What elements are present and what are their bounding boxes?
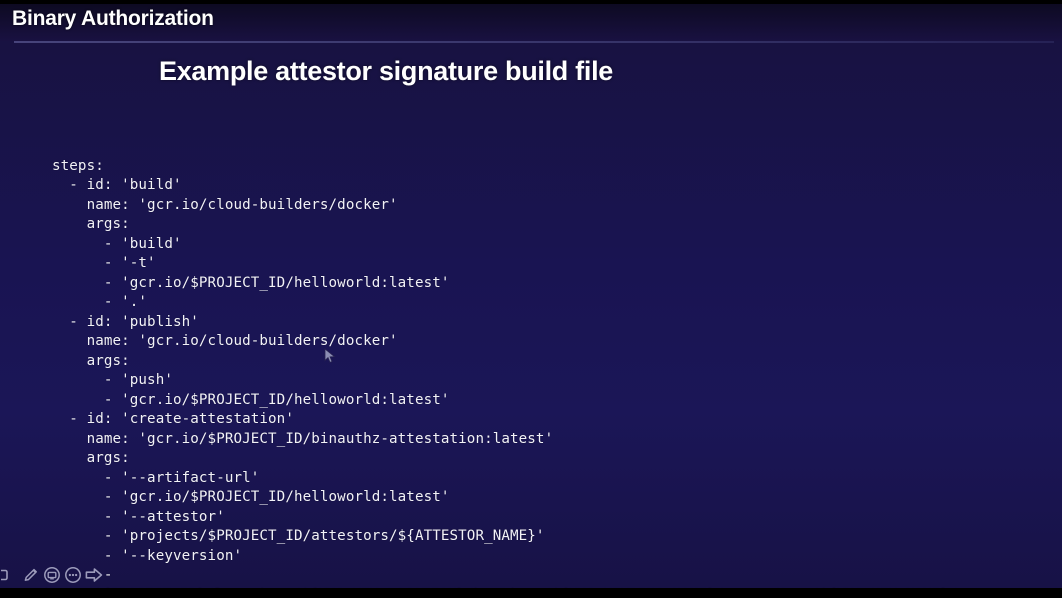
slide-header-band (0, 4, 1062, 41)
code-line: - '-t' (52, 255, 156, 271)
code-line: args: (52, 216, 130, 232)
slide-canvas: Binary Authorization Example attestor si… (0, 4, 1062, 598)
code-line: - '--attestor' (52, 508, 225, 525)
code-line: name: 'gcr.io/cloud-builders/docker' (52, 196, 398, 213)
presentation-toolbar[interactable] (0, 564, 104, 586)
code-line: - '--artifact-url' (52, 469, 260, 486)
code-line: name: 'gcr.io/cloud-builders/docker' (52, 333, 398, 349)
slide-heading: Example attestor signature build file (158, 56, 613, 86)
code-line: - 'gcr.io/$PROJECT_ID/helloworld:latest' (52, 274, 450, 291)
code-line: - 'projects/$PROJECT_ID/attestors/${ATTE… (52, 528, 545, 544)
deck-title: Binary Authorization (12, 7, 214, 30)
code-line: - 'build' (52, 235, 182, 252)
pen-icon[interactable] (21, 565, 41, 585)
code-line: - '.' (52, 294, 148, 310)
slide-frame-icon[interactable] (0, 565, 20, 585)
code-line: - '--keyversion' (52, 547, 243, 564)
code-line: args: (52, 450, 130, 466)
screen-icon[interactable] (42, 565, 62, 585)
code-line: name: 'gcr.io/$PROJECT_ID/binauthz-attes… (52, 430, 554, 447)
code-line: - 'gcr.io/$PROJECT_ID/helloworld:latest' (52, 489, 450, 505)
header-divider (14, 41, 1054, 43)
more-options-icon[interactable] (63, 565, 83, 585)
code-line: steps: (52, 157, 104, 174)
letterbox-top (0, 0, 1062, 4)
code-line: - id: 'publish' (52, 313, 199, 330)
code-block: steps: - id: 'build' name: 'gcr.io/cloud… (7, 98, 1052, 598)
code-line: - id: 'create-attestation' (52, 411, 294, 427)
code-line: - (52, 567, 113, 583)
code-line: - 'gcr.io/$PROJECT_ID/helloworld:latest' (52, 391, 450, 408)
code-line: - 'push' (52, 372, 173, 388)
letterbox-bottom (0, 588, 1062, 598)
next-slide-arrow-icon[interactable] (84, 565, 104, 585)
code-line: - id: 'build' (52, 177, 182, 193)
mouse-cursor-icon (324, 348, 337, 364)
code-line: args: (52, 352, 130, 369)
